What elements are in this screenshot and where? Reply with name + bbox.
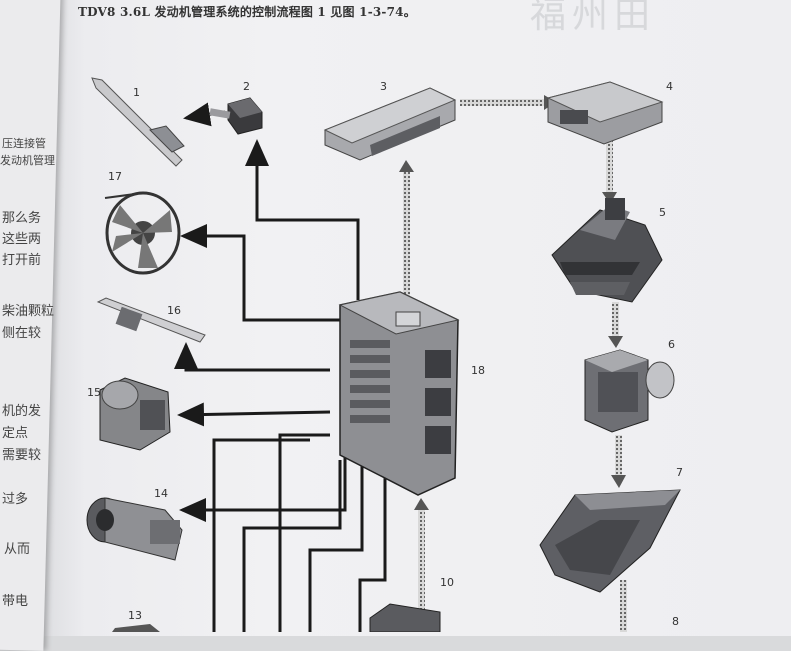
wire-ecm-lower-leads [212,433,387,632]
margin-fragment: 侧在较 [2,326,42,341]
flow-diagram [86,77,681,632]
can-ecm-to-module3 [399,160,414,300]
watermark-title: 福州田 [530,0,657,36]
margin-fragment: 发动机管理 [0,154,55,167]
margin-fragment: 柴油颗粒 [2,304,55,319]
label-10: 10 [440,576,454,589]
label-7: 7 [676,466,683,479]
label-5: 5 [659,206,666,219]
connector-10 [369,603,441,632]
label-16: 16 [167,304,181,317]
margin-fragment: 从而 [4,542,31,557]
margin-fragment: 需要较 [2,448,42,463]
label-17: 17 [108,170,122,183]
can-duct7-to-8 [620,580,627,632]
wire-ecm-to-fan [180,224,345,322]
valve-block-5 [551,198,663,303]
air-duct-7 [539,489,681,593]
margin-fragment: 带电 [2,594,29,609]
wire-ecm-to-relay [245,139,360,300]
page-heading: TDV8 3.6L 发动机管理系统的控制流程图 1 见图 1-3-74。 [78,5,416,19]
label-2: 2 [243,80,250,93]
can-block5-to-pump6 [608,302,623,348]
label-13: 13 [128,609,142,622]
label-14: 14 [154,487,168,500]
margin-fragment: 这些两 [2,232,42,247]
throttle-actuator-15 [99,377,171,451]
ecm-18 [338,291,460,496]
relay-part [209,97,263,135]
starter-motor-14 [86,497,183,561]
cooling-fan-17 [104,191,181,275]
margin-fragment: 机的发 [2,404,42,419]
part-13 [112,624,160,632]
label-8: 8 [672,615,679,628]
can-10-to-ecm [414,498,429,610]
label-1: 1 [133,86,140,99]
label-18: 18 [471,364,485,377]
control-module-3 [323,87,457,161]
margin-fragment: 定点 [2,426,29,441]
control-module-4 [546,81,664,145]
margin-fragment: 打开前 [2,253,42,268]
can-module4-to-block5 [602,140,617,204]
wire-ecm-to-injector [174,342,330,372]
label-15: 15 [87,386,101,399]
glow-plug-part [91,77,185,167]
label-4: 4 [666,80,673,93]
label-3: 3 [380,80,387,93]
margin-fragment: 压连接管 [2,137,46,150]
can-pump6-to-duct7 [611,435,626,488]
wire-ecm-to-starter [179,450,347,522]
wire-ecm-to-throttle [177,402,331,427]
injector-16 [96,297,206,343]
margin-fragment: 过多 [2,492,29,507]
can-module3-to-module4 [460,95,556,110]
abs-pump-6 [584,349,675,433]
margin-fragment: 那么务 [2,211,42,226]
label-6: 6 [668,338,675,351]
